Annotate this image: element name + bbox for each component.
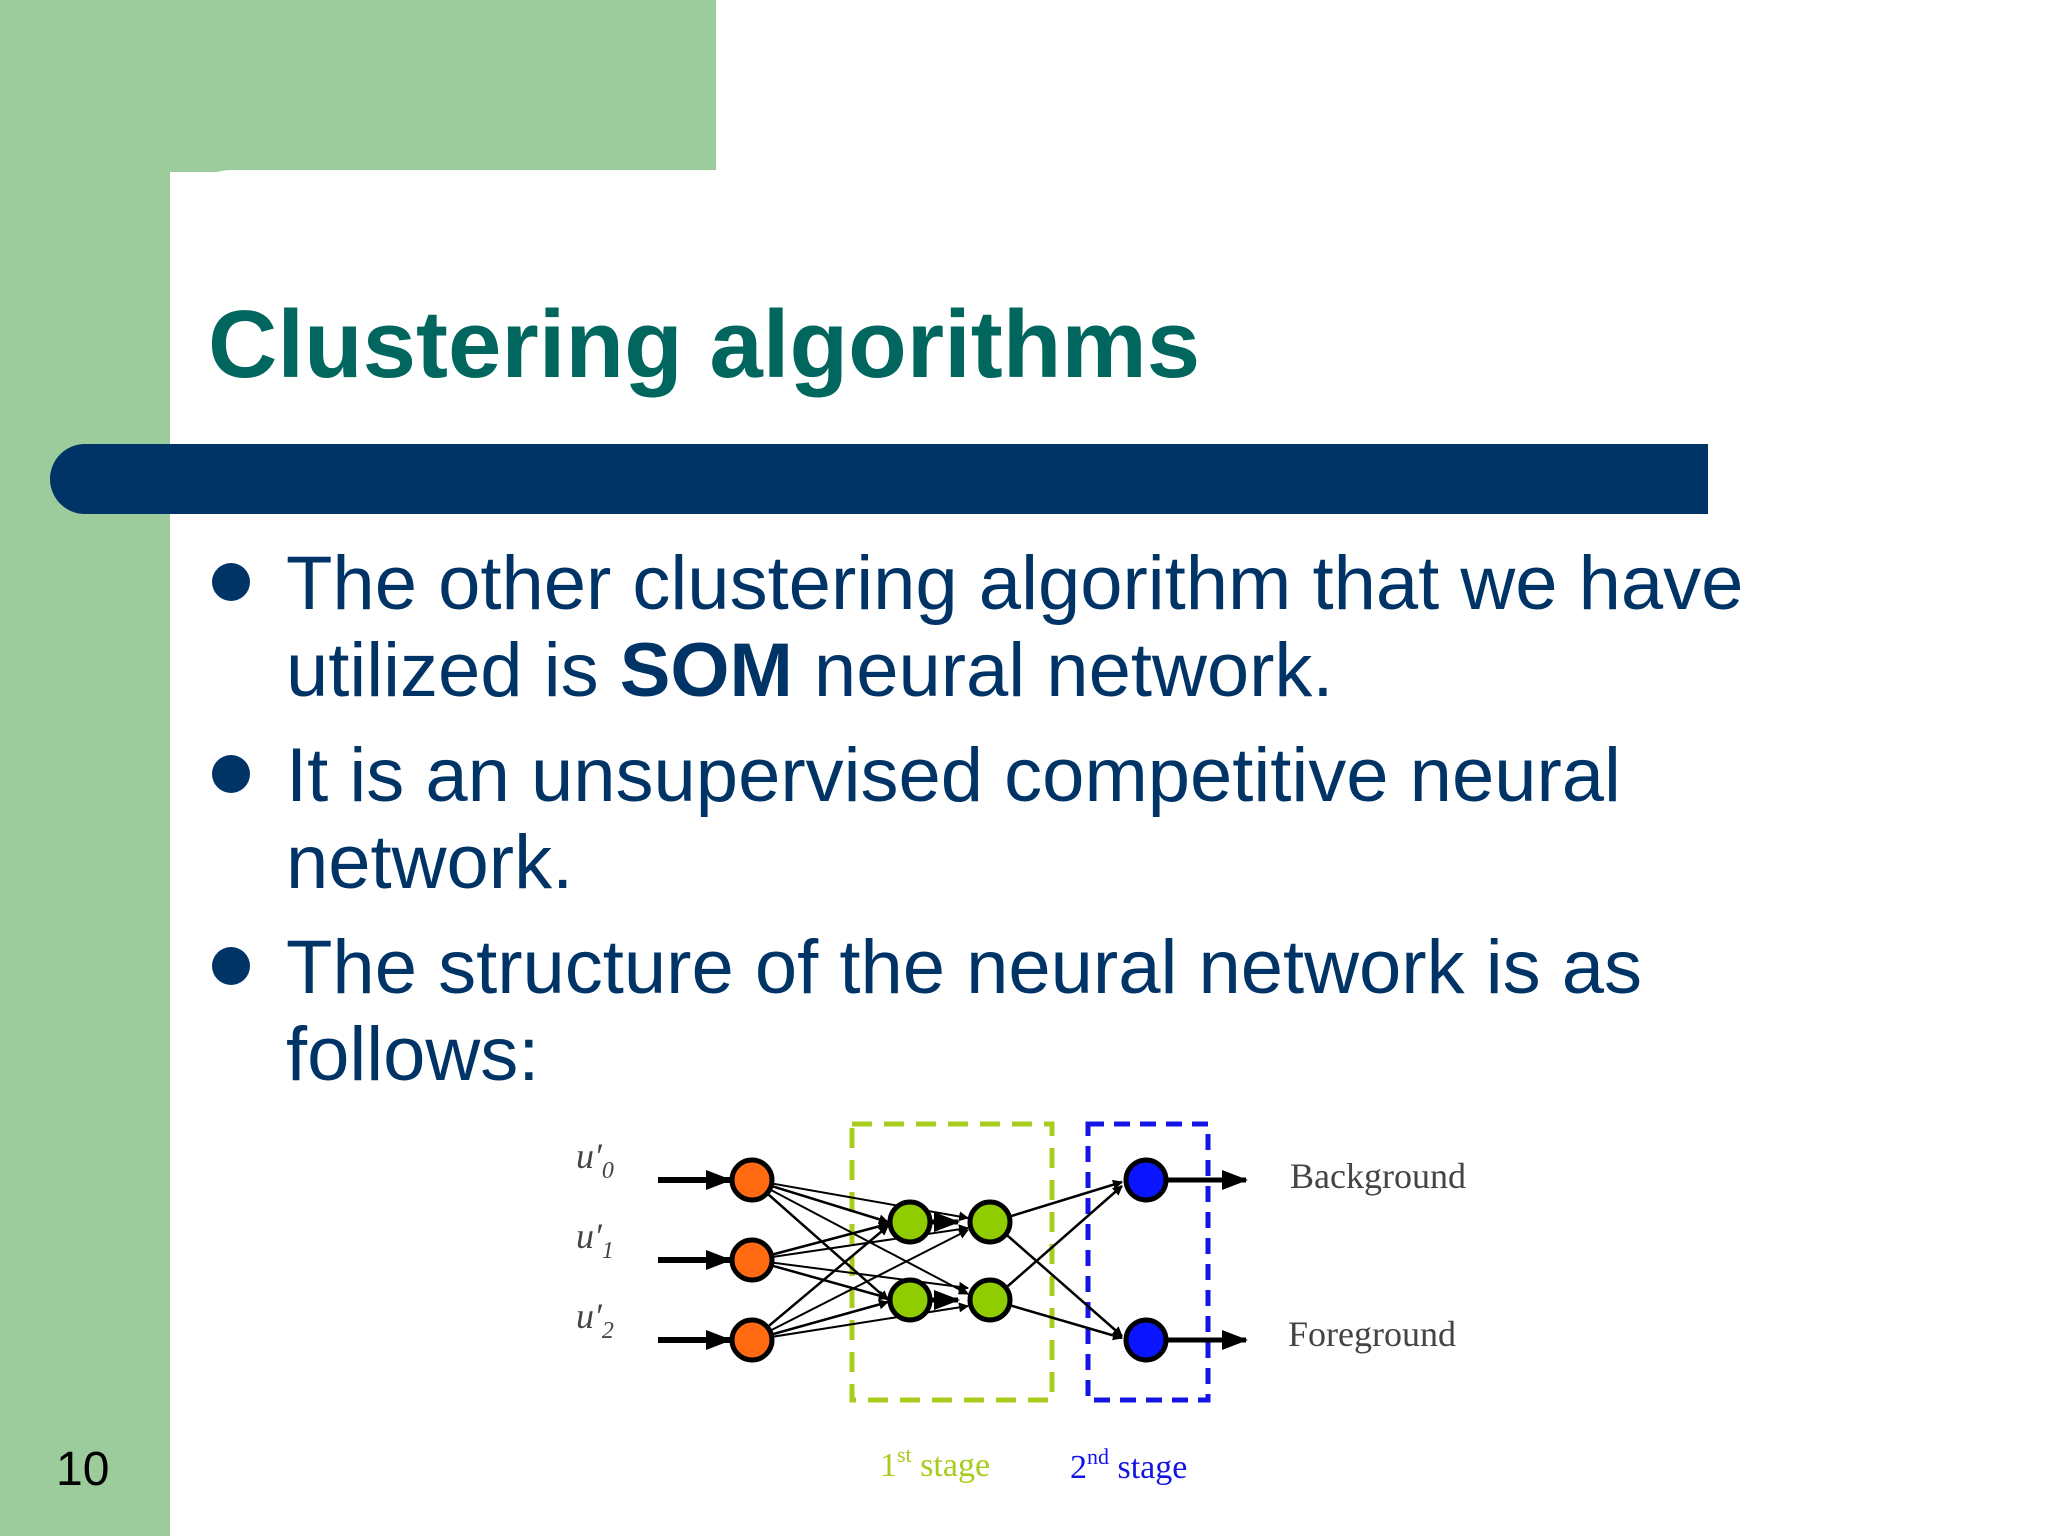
connection-line [751,1178,889,1225]
som-network-svg: u′0 u′1 u′2 [576,1121,1466,1486]
connection-line [751,1259,969,1292]
bullet-bold-text: SOM [619,628,793,713]
stage2-node [1123,1157,1169,1203]
stage1-node [967,1277,1013,1323]
output-label-foreground: Foreground [1288,1314,1456,1354]
connection-line [751,1224,969,1261]
stage2-box [1085,1121,1211,1403]
stage2-label: 2nd stage [1070,1444,1187,1486]
title-underline-bar [50,444,1708,514]
bullet-dot-icon [212,755,250,793]
bullet-dot-icon [212,563,250,601]
bullet-list: The other clustering algorithm that we h… [212,540,1852,1116]
input-label-2: u′2 [576,1296,614,1344]
connection-line [751,1221,889,1262]
bullet-text: The other clustering algorithm that we h… [286,541,1744,713]
bullet-item: The other clustering algorithm that we h… [212,540,1852,714]
stage1-node [887,1199,933,1245]
bullet-dot-icon [212,947,250,985]
input-node [729,1157,775,1203]
connection-line [991,1298,1123,1341]
stage1-node [967,1199,1013,1245]
stage2-node [1123,1317,1169,1363]
bullet-item: It is an unsupervised competitive neural… [212,732,1852,906]
connection-line [751,1179,969,1222]
connection-line [751,1302,969,1341]
top-green-block [0,0,716,172]
connection-line [751,1299,889,1342]
connection-line [991,1179,1123,1224]
som-network-diagram: u′0 u′1 u′2 [540,1100,1540,1530]
connection-line [751,1229,969,1341]
input-node [729,1237,775,1283]
connection-line [991,1221,1123,1337]
input-label-1: u′1 [576,1216,614,1264]
stage1-box [849,1121,1055,1403]
input-label-0: u′0 [576,1136,614,1184]
input-node [729,1317,775,1363]
bullet-item: The structure of the neural network is a… [212,924,1852,1098]
connection-line [751,1179,889,1301]
connection-line [991,1185,1123,1301]
slide-title: Clustering algorithms [208,291,1201,398]
slide-number: 10 [56,1443,110,1496]
bullet-text: neural network. [792,628,1334,713]
connection-line [751,1179,969,1295]
connection-line [751,1258,889,1301]
bullet-text: It is an unsupervised competitive neural… [286,733,1621,905]
left-green-band [0,0,170,1536]
connection-line [751,1225,889,1341]
stage1-node [887,1277,933,1323]
bullet-text: The structure of the neural network is a… [286,925,1642,1097]
output-label-background: Background [1290,1156,1466,1196]
stage1-label: 1st stage [880,1442,990,1484]
content-panel [170,170,2048,1536]
